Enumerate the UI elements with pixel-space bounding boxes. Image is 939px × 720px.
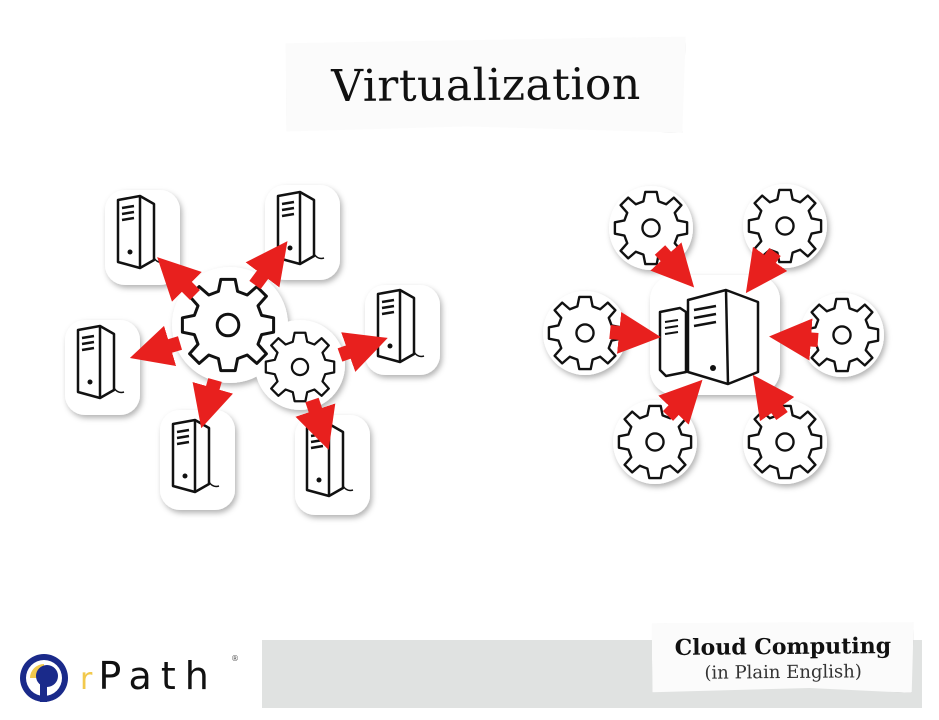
gear-icon	[617, 404, 693, 480]
series-title: Cloud Computing	[674, 633, 892, 661]
logo-wordmark: rPath	[80, 654, 218, 698]
series-card: Cloud Computing (in Plain English)	[652, 621, 915, 695]
gear-icon	[264, 331, 336, 403]
right-arrows	[609, 242, 819, 425]
central-server-icon	[658, 288, 760, 386]
left-arrows	[129, 241, 388, 450]
gear-icon	[747, 404, 823, 480]
rpath-logo-icon	[20, 654, 68, 702]
registered-mark: ®	[231, 654, 239, 663]
logo-word: Path	[98, 654, 218, 698]
logo-prefix: r	[80, 662, 99, 697]
left-diagram	[65, 184, 884, 515]
series-subtitle: (in Plain English)	[704, 661, 862, 684]
gear-icon	[613, 190, 689, 266]
gear-icon	[747, 188, 823, 264]
rpath-logo: rPath ®	[18, 648, 248, 708]
